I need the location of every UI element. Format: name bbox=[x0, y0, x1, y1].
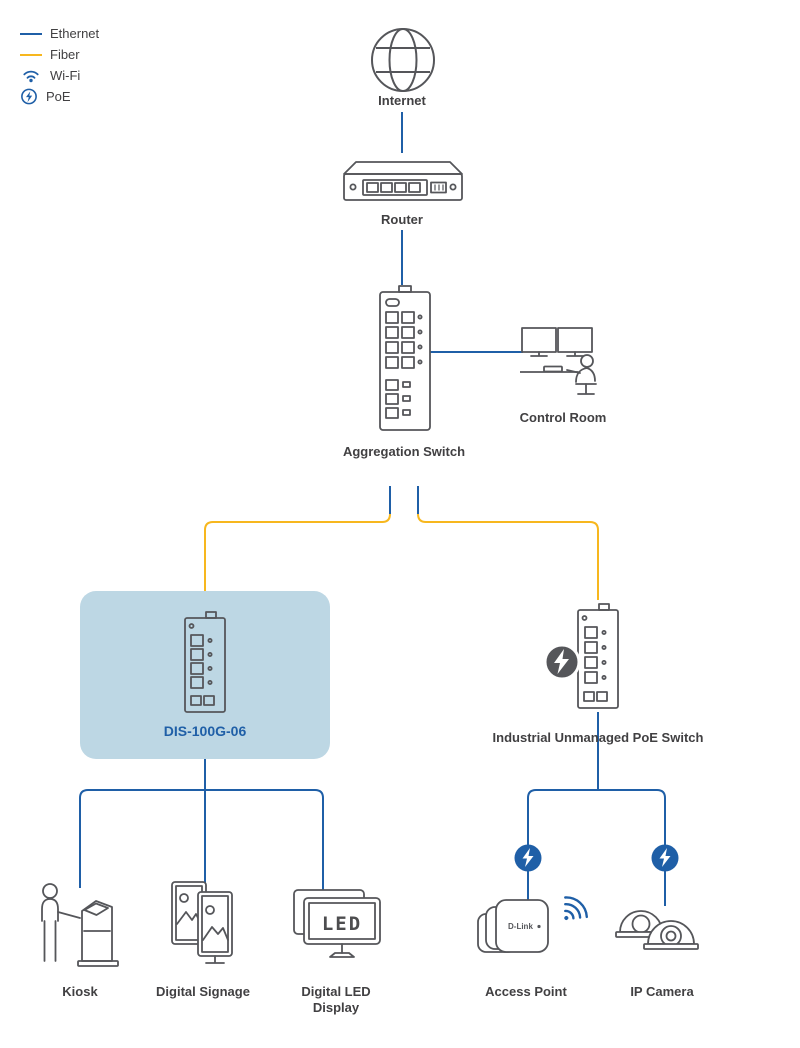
poe-badge-icon bbox=[543, 643, 581, 681]
led-screen-text: LED bbox=[322, 913, 362, 935]
legend-item-wifi: Wi-Fi bbox=[20, 68, 99, 83]
dis-100g-06-switch-icon bbox=[184, 611, 226, 713]
fiber-line-icon bbox=[20, 53, 42, 56]
dis-switch-label: DIS-100G-06 bbox=[163, 723, 247, 739]
wifi-waves-icon bbox=[564, 896, 589, 920]
poe-power-icon-camera bbox=[651, 844, 679, 872]
legend-item-poe: PoE bbox=[20, 88, 99, 105]
wifi-icon bbox=[23, 70, 39, 83]
control-room-label: Control Room bbox=[519, 410, 607, 425]
dis-switch-highlight-box bbox=[80, 591, 330, 759]
ethernet-line-icon bbox=[20, 32, 42, 35]
internet-label: Internet bbox=[378, 93, 426, 108]
legend-label: Fiber bbox=[50, 47, 80, 62]
access-point-icon: D-Link bbox=[477, 896, 589, 953]
router-icon bbox=[343, 161, 463, 201]
fiber-link-agg-dis bbox=[204, 513, 391, 591]
digital-signage-label: Digital Signage bbox=[156, 984, 250, 999]
kiosk-label: Kiosk bbox=[62, 984, 98, 999]
poe-switch-label: Industrial Unmanaged PoE Switch bbox=[492, 730, 704, 745]
led-display-label: Digital LED Display bbox=[301, 984, 371, 1016]
legend-item-ethernet: Ethernet bbox=[20, 26, 99, 41]
aggregation-switch-icon bbox=[379, 285, 431, 431]
poe-power-icon-ap bbox=[514, 844, 542, 872]
kiosk-icon bbox=[41, 883, 119, 967]
legend-item-fiber: Fiber bbox=[20, 47, 99, 62]
internet-globe-icon bbox=[371, 28, 435, 92]
legend-label: Ethernet bbox=[50, 26, 100, 41]
legend: Ethernet Fiber Wi-Fi PoE bbox=[20, 26, 99, 105]
access-point-brand-text: D-Link bbox=[508, 922, 533, 931]
digital-signage-icon bbox=[171, 881, 233, 964]
fiber-link-agg-poeswitch bbox=[417, 513, 599, 600]
poe-icon bbox=[21, 88, 37, 105]
access-point-label: Access Point bbox=[485, 984, 567, 999]
ethernet-bus-dis-devices bbox=[79, 789, 324, 892]
legend-label: Wi-Fi bbox=[50, 68, 81, 83]
legend-label: PoE bbox=[46, 89, 71, 104]
ethernet-bus-poe-devices bbox=[527, 789, 666, 906]
control-room-icon bbox=[520, 327, 597, 395]
ip-camera-icon bbox=[615, 910, 699, 950]
digital-led-display-icon: LED bbox=[293, 889, 381, 958]
router-label: Router bbox=[381, 212, 423, 227]
ip-camera-label: IP Camera bbox=[630, 984, 694, 999]
aggregation-switch-label: Aggregation Switch bbox=[342, 444, 466, 459]
